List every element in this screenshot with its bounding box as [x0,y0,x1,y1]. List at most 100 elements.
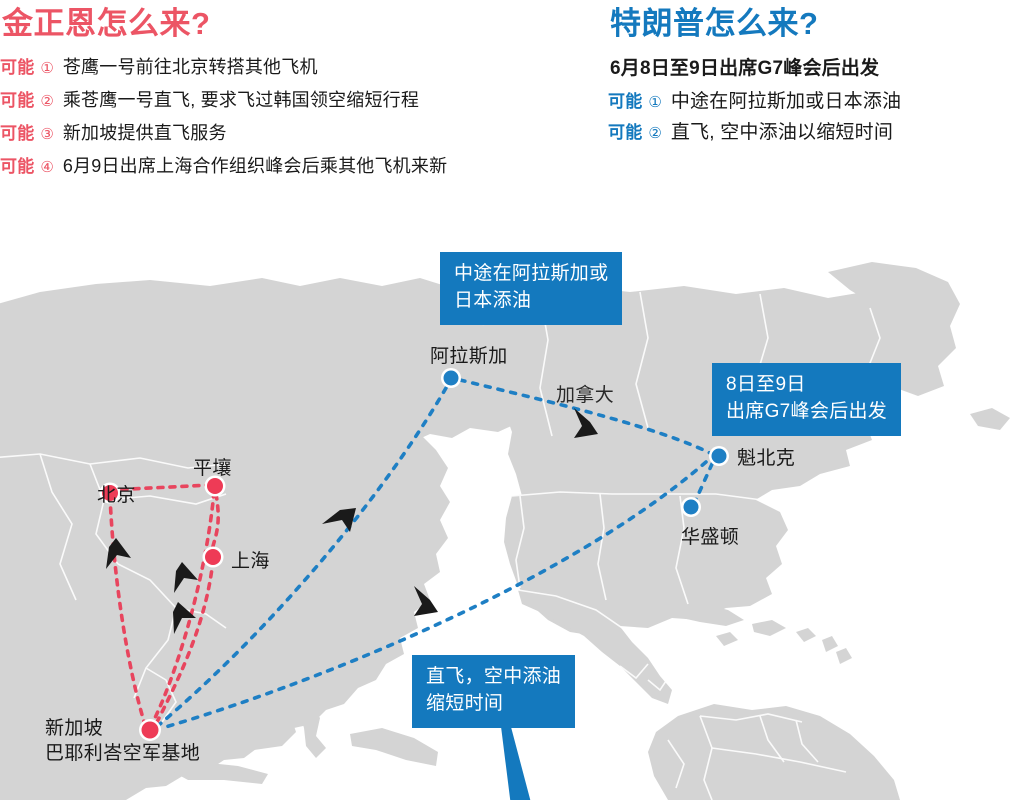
label-singapore-city: 新加坡 [45,718,104,739]
border-mongolia-west [89,463,119,565]
callout-g7-line1: 8日至9日 [726,374,806,395]
trump-headline: 特朗普怎么来? [610,6,819,41]
arrow-quebec-route-north [574,408,598,438]
route-arrowheads [106,408,598,634]
border-venezuela-north [699,713,803,723]
arrow-alaska-route [322,508,356,532]
trump-option-tag: 可能 [608,91,643,111]
kim-option-tag: 可能 [0,90,35,110]
border-ecuador [667,739,685,789]
aleutians-b [326,376,344,392]
kim-option-tag: 可能 [0,57,35,77]
kim-option-text: 6月9日出席上海合作组织峰会后乘其他飞机来新 [62,155,448,176]
map-container: 中途在阿拉斯加或 日本添油 8日至9日 出席G7峰会后出发 直飞，空中添油 缩短… [0,228,1021,800]
border-brazil-north [711,747,847,773]
callout-direct-line2: 缩短时间 [426,692,504,714]
border-us-mexico [517,589,655,659]
taiwan [226,610,240,634]
cuba [676,604,744,626]
label-singapore-airbase: 巴耶利峇空军基地 [45,742,201,764]
washington-marker [683,499,699,515]
label-quebec: 魁北克 [737,448,796,469]
border-greenland-internal [867,307,881,369]
singapore-marker [141,721,159,739]
label-canada: 加拿大 [556,385,615,406]
trump-option-number: ① [648,93,662,111]
kim-option-number: ① [40,59,54,77]
eurasia-main [0,408,450,800]
kim-option-tag: 可能 [0,123,35,143]
trump-option-row: 可能 ② 直飞, 空中添油以缩短时间 [608,117,1021,144]
java [166,762,268,784]
shanghai-marker [205,549,221,565]
route-beijing-pyongyang [108,483,213,492]
japan-main [292,496,346,548]
arrow-pyongyang-route [174,562,198,593]
route-alaska-singapore [158,386,448,726]
border-us-east [675,495,689,605]
border-mongolia-south [103,493,227,505]
kim-headline: 金正恩怎么来? [2,6,211,41]
border-guyana [759,715,785,763]
mexico-central-america [518,584,672,704]
callout-g7-line2: 出席G7峰会后出发 [726,400,888,422]
border-us-canada [511,491,763,501]
route-pyongyang-singapore [148,490,216,730]
border-china-sw [117,563,177,699]
route-beijing-singapore [108,494,148,730]
trump-panel: 特朗普怎么来? 6月8日至9日出席G7峰会后出发 可能 ① 中途在阿拉斯加或日本添油… [608,0,1021,148]
label-alaska: 阿拉斯加 [430,346,508,367]
philippines [252,632,278,680]
border-canada-central [635,291,649,429]
hispaniola [752,620,786,636]
callout-direct: 直飞，空中添油 缩短时间 [412,655,576,728]
border-colombia-east [699,715,713,800]
border-us-central [597,493,607,601]
border-central-asia [39,453,77,601]
border-nicaragua [647,677,669,692]
sulawesi [300,706,326,758]
border-us-west [515,495,525,589]
kim-option-number: ③ [40,125,54,143]
trump-option-number: ② [648,124,662,142]
landmasses [0,262,1010,800]
callout-refuel-line2: 日本添油 [454,289,532,311]
trump-option-text: 中途在阿拉斯加或日本添油 [670,90,902,112]
trump-option-text: 直飞, 空中添油以缩短时间 [670,121,894,143]
route-shanghai-singapore [152,558,215,730]
iceland [970,408,1010,430]
label-shanghai: 上海 [231,551,270,572]
beijing-marker [102,485,118,501]
lesser-antilles-b [836,648,852,664]
aleutians-a [348,364,372,384]
jamaica [716,632,738,646]
route-quebec-alaska [458,378,714,456]
city-markers [99,368,729,741]
new-guinea [350,728,438,766]
callout-refuel-line1: 中途在阿拉斯加或 [454,263,609,284]
trump-option-tag: 可能 [608,122,643,142]
south-america [648,704,900,800]
kim-option-number: ② [40,92,54,110]
japan-south [262,554,280,574]
border-suriname [795,719,819,763]
label-singapore: 新加坡 巴耶利峇空军基地 [45,717,200,766]
quebec-marker [711,448,727,464]
arrow-shanghai-route [173,602,196,634]
callout-direct-line1: 直飞，空中添油 [426,666,562,687]
trump-routes [158,378,714,730]
arrow-direct-route [414,586,438,616]
label-washington: 华盛顿 [681,527,740,548]
kim-option-number: ④ [40,158,54,176]
alaska-marker [443,370,459,386]
callout-g7: 8日至9日 出席G7峰会后出发 [712,363,902,436]
greenland [828,262,960,396]
lesser-antilles-a [822,636,838,652]
trump-subhead: 6月8日至9日出席G7峰会后出发 [610,57,880,79]
